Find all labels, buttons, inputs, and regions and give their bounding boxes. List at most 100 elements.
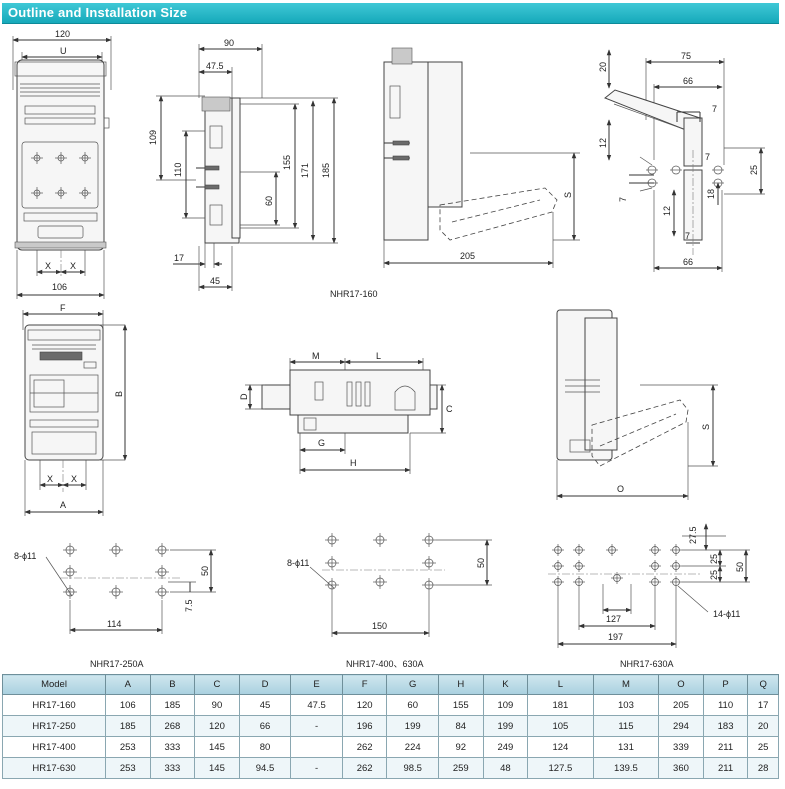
- dim-7-bottom: 7: [685, 231, 690, 241]
- cell: 17: [747, 694, 779, 716]
- dim-f: F: [60, 303, 66, 313]
- cell: 259: [438, 757, 484, 779]
- front-view-large: F B X X A: [22, 303, 128, 516]
- dim-185: 185: [321, 163, 331, 178]
- cell: 224: [386, 736, 439, 758]
- cell: 94.5: [238, 757, 292, 779]
- cell: 90: [194, 694, 240, 716]
- cell: 131: [592, 736, 660, 758]
- dim-7-mid: 7: [705, 152, 710, 162]
- dim-o: O: [617, 484, 624, 494]
- cell: 262: [341, 757, 388, 779]
- cell: 333: [149, 736, 196, 758]
- dim-u: U: [60, 46, 67, 56]
- cell: 183: [702, 715, 749, 737]
- cell: 185: [105, 715, 151, 737]
- header-b: B: [149, 674, 196, 695]
- cell: 28: [747, 757, 779, 779]
- dim-155: 155: [282, 155, 292, 170]
- dim-127: 127: [606, 614, 621, 624]
- dim-7-left: 7: [618, 197, 628, 202]
- dim-x-right: X: [70, 261, 76, 271]
- title-banner: Outline and Installation Size: [2, 3, 779, 24]
- table-row: HR17-250 185 268 120 66 - 196 199 84 199…: [2, 715, 779, 737]
- cell: 205: [658, 694, 704, 716]
- cell: 47.5: [290, 694, 343, 716]
- table-row: HR17-630 253 333 145 94.5 - 262 98.5 259…: [2, 757, 779, 779]
- top-view-large: M L D C G H: [239, 351, 453, 474]
- header-d: D: [238, 674, 292, 695]
- hole-pattern-630: 27.5 25 25 50 14-ϕ11 127 197: [548, 523, 750, 648]
- page-title: Outline and Installation Size: [8, 5, 188, 20]
- cell: 181: [527, 694, 594, 716]
- header-model: Model: [2, 674, 106, 695]
- header-p: P: [702, 674, 749, 695]
- cell: 92: [438, 736, 484, 758]
- caption-nhr17-250a: NHR17-250A: [90, 659, 144, 669]
- dim-109: 109: [148, 130, 158, 145]
- cell: 339: [658, 736, 704, 758]
- dim-18: 18: [706, 189, 716, 199]
- dim-g: G: [318, 438, 325, 448]
- dim-60: 60: [264, 196, 274, 206]
- dim-110: 110: [173, 163, 183, 177]
- open-view-large: S O: [556, 309, 718, 500]
- cell: 185: [149, 694, 196, 716]
- cell: 249: [482, 736, 529, 758]
- dim-x-left-large: X: [47, 474, 53, 484]
- dim-66-top: 66: [683, 76, 693, 86]
- hole-pattern-400: 8-ϕ11 50 150: [287, 533, 492, 637]
- dim-17: 17: [174, 253, 184, 263]
- holes-14-d11: 14-ϕ11: [713, 609, 740, 619]
- dim-120: 120: [55, 29, 70, 39]
- dim-c: C: [446, 404, 453, 414]
- cell: 196: [341, 715, 388, 737]
- header-q: Q: [747, 674, 779, 695]
- cell: 45: [238, 694, 292, 716]
- dim-25-b: 25: [709, 570, 719, 580]
- dim-7-top: 7: [712, 104, 717, 114]
- cell: 211: [702, 736, 749, 758]
- front-view-160: 120 U X X 106: [12, 29, 112, 299]
- cell: 106: [105, 694, 151, 716]
- dim-25-a: 25: [709, 554, 719, 564]
- side-view-160: 90 47.5 109 110 60 155 171 185: [148, 38, 338, 291]
- header-o: O: [658, 674, 704, 695]
- dim-75: 75: [681, 51, 691, 61]
- cell: 109: [482, 694, 529, 716]
- header-e: E: [290, 674, 343, 695]
- dim-20: 20: [598, 62, 608, 72]
- cell: -: [290, 757, 343, 779]
- caption-nhr17-160: NHR17-160: [330, 289, 378, 299]
- cell: 155: [438, 694, 484, 716]
- dim-90: 90: [224, 38, 234, 48]
- cell: 120: [194, 715, 240, 737]
- cell: 48: [482, 757, 529, 779]
- cell: 211: [702, 757, 749, 779]
- header-g: G: [386, 674, 439, 695]
- dim-50-630: 50: [735, 562, 745, 572]
- dim-s: S: [563, 192, 573, 198]
- dim-171: 171: [300, 163, 310, 178]
- dim-s-large: S: [701, 424, 711, 430]
- cell: 360: [658, 757, 704, 779]
- dim-d: D: [239, 393, 249, 400]
- header-m: M: [592, 674, 660, 695]
- caption-nhr17-630a: NHR17-630A: [620, 659, 674, 669]
- dim-45: 45: [210, 276, 220, 286]
- cell: 127.5: [527, 757, 594, 779]
- header-k: K: [482, 674, 529, 695]
- cell-model: HR17-250: [2, 715, 106, 737]
- cell: 268: [149, 715, 196, 737]
- dim-x-right-large: X: [71, 474, 77, 484]
- header-a: A: [105, 674, 151, 695]
- table-row: HR17-160 106 185 90 45 47.5 120 60 155 1…: [2, 694, 779, 716]
- dim-197: 197: [608, 632, 623, 642]
- cell: 253: [105, 757, 151, 779]
- cell: 20: [747, 715, 779, 737]
- detail-view-160: 75 66 20 12 7 7 25 18 12 7: [598, 49, 765, 272]
- hole-pattern-250: 8-ϕ11 50 7.5 114: [14, 543, 216, 634]
- cell-model: HR17-400: [2, 736, 106, 758]
- cell: 124: [527, 736, 594, 758]
- dim-66-bottom: 66: [683, 257, 693, 267]
